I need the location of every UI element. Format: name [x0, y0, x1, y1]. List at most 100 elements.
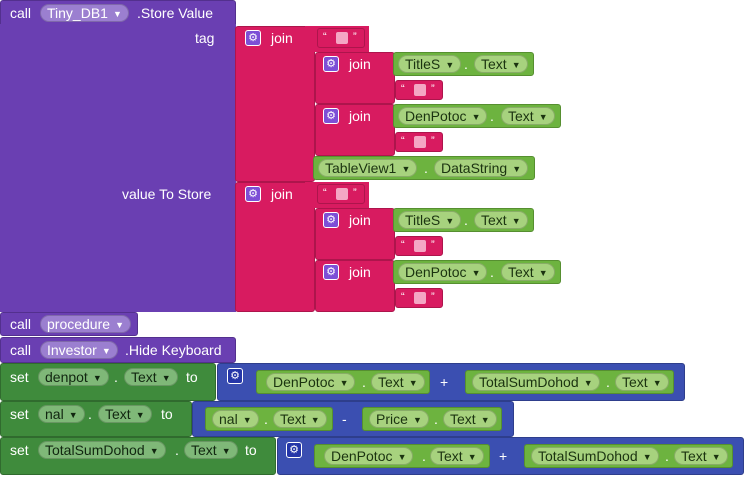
dropdown-label: procedure	[47, 316, 111, 332]
dropdown-label: Text	[105, 406, 131, 422]
set-keyword: set	[10, 406, 29, 422]
chevron-down-icon: ▼	[115, 320, 125, 330]
dropdown-label: TitleS	[405, 56, 441, 72]
tag-label: tag	[195, 30, 215, 46]
chevron-down-icon: ▼	[161, 373, 171, 383]
set-block[interactable]	[0, 363, 216, 401]
chevron-down-icon: ▼	[512, 164, 522, 174]
component-dropdown[interactable]: denpot▼	[38, 368, 109, 386]
method-name: .Hide Keyboard	[125, 342, 222, 358]
gear-icon[interactable]: ⚙	[323, 212, 339, 228]
gear-icon[interactable]: ⚙	[245, 186, 261, 202]
string-field[interactable]	[414, 240, 426, 252]
gear-icon[interactable]: ⚙	[227, 368, 243, 384]
dropdown-label: DenPotoc	[273, 374, 335, 390]
string-field[interactable]	[414, 292, 426, 304]
tag-join-block[interactable]	[235, 26, 315, 182]
dropdown-label: Text	[131, 369, 157, 385]
empty-string-block[interactable]: “ ”	[395, 288, 443, 308]
dot-separator: .	[665, 448, 669, 464]
component-dropdown[interactable]: DenPotoc▼	[398, 107, 488, 125]
chevron-down-icon: ▼	[583, 378, 593, 388]
gear-icon[interactable]: ⚙	[323, 108, 339, 124]
quote-open: “	[401, 239, 405, 251]
component-dropdown[interactable]: DenPotoc▼	[398, 263, 488, 281]
component-dropdown[interactable]: TotalSumDohod▼	[472, 373, 600, 391]
gear-icon[interactable]: ⚙	[323, 56, 339, 72]
set-block[interactable]	[0, 401, 192, 437]
dropdown-label: TableView1	[325, 160, 397, 176]
chevron-down-icon: ▼	[397, 452, 407, 462]
quote-close: ”	[431, 291, 435, 303]
property-dropdown[interactable]: Text▼	[184, 441, 238, 459]
dropdown-label: Investor	[47, 342, 97, 358]
property-dropdown[interactable]: Text▼	[501, 263, 555, 281]
dropdown-label: DenPotoc	[405, 108, 467, 124]
string-field[interactable]	[414, 136, 426, 148]
component-dropdown[interactable]: TitleS▼	[398, 211, 462, 229]
dropdown-label: DenPotoc	[405, 264, 467, 280]
property-dropdown[interactable]: Text▼	[674, 447, 728, 465]
procedure-dropdown[interactable]: procedure ▼	[40, 315, 132, 333]
to-keyword: to	[245, 442, 257, 458]
component-dropdown[interactable]: DenPotoc▼	[266, 373, 356, 391]
join-label: join	[271, 30, 293, 46]
property-dropdown[interactable]: Text▼	[474, 211, 528, 229]
dot-separator: .	[490, 108, 494, 124]
property-dropdown[interactable]: Text ▼	[371, 373, 425, 391]
empty-string-block[interactable]: “ ”	[317, 184, 365, 204]
chevron-down-icon: ▼	[652, 378, 662, 388]
chevron-down-icon: ▼	[92, 373, 102, 383]
property-dropdown[interactable]: DataString ▼	[434, 159, 529, 177]
operator-minus: -	[342, 411, 347, 427]
method-name: .Store Value	[137, 5, 214, 21]
dropdown-label: Text	[508, 108, 534, 124]
component-dropdown[interactable]: nal▼	[38, 405, 85, 423]
component-dropdown[interactable]: DenPotoc ▼	[324, 447, 414, 465]
dot-separator: .	[175, 442, 179, 458]
set-keyword: set	[10, 442, 29, 458]
property-dropdown[interactable]: Text▼	[501, 107, 555, 125]
component-dropdown[interactable]: TotalSumDohod▼	[531, 447, 659, 465]
chevron-down-icon: ▼	[113, 9, 122, 19]
value-join-block[interactable]	[235, 182, 315, 312]
chevron-down-icon: ▼	[242, 415, 252, 425]
empty-string-block[interactable]: “ ”	[395, 80, 443, 100]
component-dropdown[interactable]: Investor▼	[40, 341, 118, 359]
property-dropdown[interactable]: Text▼	[430, 447, 484, 465]
gear-icon[interactable]: ⚙	[323, 264, 339, 280]
quote-open: “	[401, 83, 405, 95]
empty-string-block[interactable]: “ ”	[395, 132, 443, 152]
property-dropdown[interactable]: Text ▼	[615, 373, 669, 391]
chevron-down-icon: ▼	[68, 410, 78, 420]
property-dropdown[interactable]: Text ▼	[124, 368, 178, 386]
component-dropdown[interactable]: TableView1▼	[318, 159, 418, 177]
call-hide-keyboard-block[interactable]	[0, 337, 236, 363]
component-dropdown[interactable]: TotalSumDohod▼	[38, 441, 166, 459]
chevron-down-icon: ▼	[408, 378, 418, 388]
dropdown-label: Text	[622, 374, 648, 390]
property-dropdown[interactable]: Text▼	[443, 410, 497, 428]
property-dropdown[interactable]: Text▼	[98, 405, 152, 423]
dropdown-label: DataString	[441, 160, 508, 176]
property-dropdown[interactable]: Text▼	[273, 410, 327, 428]
string-field[interactable]	[414, 84, 426, 96]
dropdown-label: Text	[681, 448, 707, 464]
component-dropdown[interactable]: Price▼	[369, 410, 429, 428]
empty-string-block[interactable]: “ ”	[395, 236, 443, 256]
gear-icon[interactable]: ⚙	[286, 442, 302, 458]
string-field[interactable]	[336, 188, 348, 200]
quote-close: ”	[431, 83, 435, 95]
gear-icon[interactable]: ⚙	[245, 30, 261, 46]
dropdown-label: Text	[378, 374, 404, 390]
join-label: join	[271, 186, 293, 202]
chevron-down-icon: ▼	[511, 60, 521, 70]
string-field[interactable]	[336, 32, 348, 44]
dropdown-label: TitleS	[405, 212, 441, 228]
component-dropdown[interactable]: nal▼	[212, 410, 259, 428]
dropdown-label: DenPotoc	[331, 448, 393, 464]
empty-string-block[interactable]: “ ”	[317, 28, 365, 48]
component-dropdown[interactable]: TitleS▼	[398, 55, 462, 73]
component-dropdown[interactable]: Tiny_DB1 ▼	[40, 4, 129, 22]
property-dropdown[interactable]: Text▼	[474, 55, 528, 73]
